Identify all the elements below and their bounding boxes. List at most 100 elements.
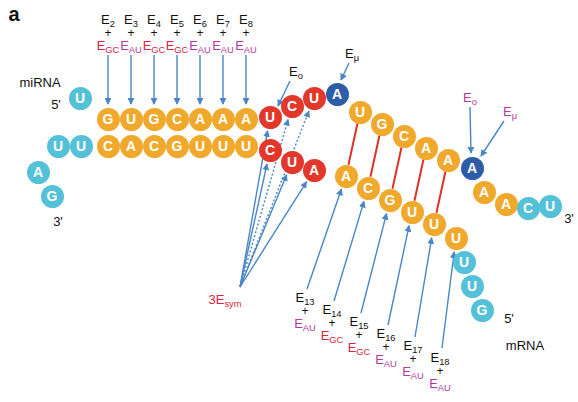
base-letter: U — [459, 255, 469, 269]
base-circle: U — [69, 87, 92, 110]
energy-label: Eμ — [345, 47, 359, 60]
base-circle: U — [47, 135, 70, 158]
symbol-subscript: AU — [244, 45, 257, 55]
base-circle: C — [357, 177, 380, 200]
energy-label: + — [409, 353, 416, 365]
energy-label: EGC — [143, 39, 166, 52]
base-circle: A — [326, 83, 349, 106]
base-letter: C — [149, 139, 159, 153]
energy-label: mRNA — [506, 339, 544, 352]
base-circle: U — [423, 213, 446, 236]
symbol-main: E — [239, 12, 248, 27]
base-pair-line — [414, 159, 423, 201]
symbol-subscript: GC — [356, 347, 370, 357]
symbol-main: E — [429, 376, 438, 391]
energy-label: EAU — [429, 377, 451, 390]
symbol-main: E — [345, 46, 354, 61]
base-circle: U — [189, 135, 212, 158]
energy-label: E15 — [349, 315, 368, 328]
base-circle: C — [97, 135, 120, 158]
base-pair-line — [370, 135, 379, 177]
base-letter: A — [241, 112, 251, 126]
base-circle: G — [471, 299, 494, 322]
symbol-main: E — [235, 38, 244, 53]
base-circle: U — [453, 251, 476, 274]
symbol-main: E — [503, 104, 512, 119]
energy-label: EAU — [235, 39, 257, 52]
base-circle: U — [539, 195, 562, 218]
base-circle: G — [166, 135, 189, 158]
base-letter: G — [149, 112, 160, 126]
symbol-subscript: μ — [512, 111, 517, 121]
base-circle: U — [259, 106, 282, 129]
energy-label: E7 — [216, 13, 230, 26]
base-letter: U — [467, 279, 477, 293]
base-circle: A — [212, 108, 235, 131]
symbol-main: E — [143, 38, 152, 53]
leader-line — [481, 121, 504, 156]
energy-label: a — [8, 4, 19, 24]
base-circle: A — [461, 157, 484, 180]
energy-label: E2 — [101, 13, 115, 26]
energy-label: E18 — [430, 351, 449, 364]
energy-label: miRNA — [19, 76, 60, 89]
symbol-main: E — [212, 38, 221, 53]
energy-label: E3 — [124, 13, 138, 26]
base-letter: U — [126, 112, 136, 126]
base-letter: A — [33, 165, 43, 179]
symbol-main: E — [147, 12, 156, 27]
base-circle: A — [495, 193, 518, 216]
energy-label: E16 — [376, 327, 395, 340]
energy-label: Eμ — [503, 105, 517, 118]
base-letter: U — [287, 155, 297, 169]
symbol-subscript: AU — [303, 323, 316, 333]
base-circle: A — [27, 161, 50, 184]
symbol-subscript: o — [472, 97, 477, 107]
energy-label: + — [127, 27, 134, 39]
symbol-main: E — [120, 38, 129, 53]
symbol-main: E — [166, 38, 175, 53]
base-circle: C — [166, 108, 189, 131]
energy-arrows — [108, 55, 504, 348]
base-circle: G — [41, 185, 64, 208]
base-circle: C — [517, 197, 540, 220]
energy-label: E13 — [295, 291, 314, 304]
energy-label: + — [436, 365, 443, 377]
leader-line — [240, 182, 307, 287]
base-letter: U — [407, 205, 417, 219]
leader-line — [199, 55, 200, 104]
energy-label: EAU — [189, 39, 211, 52]
energy-label: 3Esym — [208, 293, 241, 306]
symbol-subscript: AU — [198, 45, 211, 55]
leader-line — [415, 238, 432, 337]
base-letter: U — [218, 139, 228, 153]
base-letter: U — [195, 139, 205, 153]
energy-label: EAU — [212, 39, 234, 52]
symbol-main: 3E — [208, 292, 224, 307]
symbol-subscript: GC — [329, 335, 343, 345]
base-letter: G — [47, 189, 58, 203]
symbol-main: E — [101, 12, 110, 27]
base-pair-line — [436, 171, 445, 213]
leader-line — [176, 55, 177, 104]
energy-label: E5 — [170, 13, 184, 26]
base-letter: G — [377, 117, 388, 131]
base-circle: A — [473, 181, 496, 204]
base-circle: G — [143, 108, 166, 131]
symbol-main: E — [322, 302, 331, 317]
base-pair-line — [348, 123, 357, 165]
symbol-subscript: μ — [354, 53, 359, 63]
leader-line — [222, 55, 223, 104]
symbol-main: E — [289, 64, 298, 79]
energy-label: + — [196, 27, 203, 39]
energy-label: E4 — [147, 13, 161, 26]
base-letter: A — [421, 141, 431, 155]
leader-line — [334, 201, 364, 301]
base-circle: A — [303, 159, 326, 182]
leader-line — [240, 175, 287, 287]
symbol-subscript: GC — [105, 45, 119, 55]
energy-label: Eo — [289, 65, 303, 78]
leader-line — [470, 107, 471, 153]
leader-line — [361, 214, 387, 313]
symbol-main: E — [349, 314, 358, 329]
